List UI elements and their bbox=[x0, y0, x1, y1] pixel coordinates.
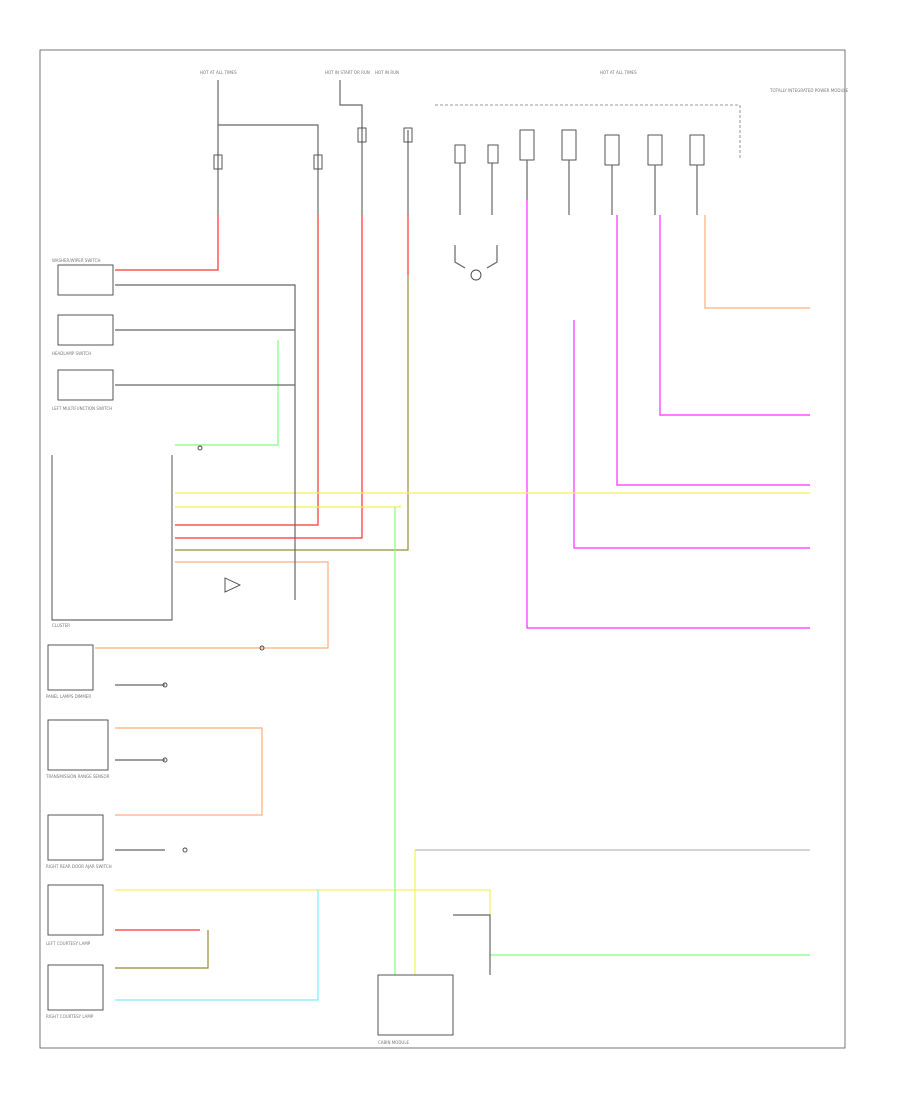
ground-icon bbox=[197, 445, 203, 451]
headlamp-switch bbox=[57, 314, 114, 346]
yellow-wire-2 bbox=[175, 505, 401, 508]
relay-2 bbox=[487, 144, 499, 164]
fuse-group bbox=[213, 127, 705, 170]
headlamp-switch-label: HEADLAMP SWITCH bbox=[52, 351, 91, 356]
panel-dimmer-box bbox=[47, 644, 94, 691]
red-wire-2 bbox=[175, 215, 319, 526]
diagram-frame bbox=[39, 49, 846, 1049]
red-wire-3 bbox=[175, 215, 363, 539]
top-label-2: HOT IN START OR RUN bbox=[325, 70, 370, 75]
fuse-1 bbox=[213, 154, 223, 170]
pink-wire-4 bbox=[659, 215, 810, 416]
orange-wire-3 bbox=[115, 727, 263, 816]
fuse-3 bbox=[357, 127, 367, 143]
orange-wire-1 bbox=[704, 215, 810, 309]
power-module-note: TOTALLY INTEGRATED POWER MODULE bbox=[769, 88, 849, 93]
cabin-module-label: CABIN MODULE bbox=[378, 1040, 410, 1045]
pink-wire-1 bbox=[526, 200, 810, 629]
driver-5 bbox=[689, 134, 705, 166]
multifunction-switch-label: LEFT MULTIFUNCTION SWITCH bbox=[52, 406, 112, 411]
orange-wire-2 bbox=[95, 561, 329, 649]
relay-1 bbox=[454, 144, 466, 164]
trs-box bbox=[47, 719, 109, 771]
trs-label: TRANSMISSION RANGE SENSOR bbox=[45, 774, 110, 779]
olive-wire bbox=[175, 275, 409, 551]
driver-1 bbox=[519, 129, 535, 161]
fuse-2 bbox=[313, 154, 323, 170]
red-wire-1 bbox=[115, 215, 219, 271]
ground-icon bbox=[470, 269, 482, 281]
module-output-stubs bbox=[459, 160, 698, 215]
pink-wire-2 bbox=[573, 320, 810, 549]
top-label-4: HOT AT ALL TIMES bbox=[600, 70, 637, 75]
top-label-3: HOT IN RUN bbox=[375, 70, 399, 75]
cluster-box bbox=[51, 455, 173, 621]
left-courtesy-label: LEFT COURTESY LAMP bbox=[46, 941, 91, 946]
driver-4 bbox=[647, 134, 663, 166]
ground-icon bbox=[182, 847, 188, 853]
ground-icon bbox=[162, 757, 168, 763]
driver-2 bbox=[561, 129, 577, 161]
olive-wire-2 bbox=[115, 930, 209, 969]
washer-wiper-switch bbox=[57, 264, 114, 296]
module-ground-wire bbox=[453, 914, 491, 975]
multifunction-switch bbox=[57, 369, 114, 401]
gate-icon bbox=[224, 577, 242, 593]
power-module-boundary bbox=[435, 104, 741, 160]
cabin-module-box bbox=[377, 974, 454, 1036]
left-courtesy-box bbox=[47, 884, 104, 936]
cyan-wire bbox=[115, 890, 319, 1001]
panel-dimmer-label: PANEL LAMPS DIMMER bbox=[46, 694, 91, 699]
ground-symbols bbox=[162, 445, 265, 853]
driver-3 bbox=[604, 134, 620, 166]
green-wire-1 bbox=[175, 340, 279, 446]
washer-wiper-label: WASHER/WIPER SWITCH bbox=[52, 258, 100, 263]
right-courtesy-label: RIGHT COURTESY LAMP bbox=[46, 1014, 94, 1019]
yellow-wire-3 bbox=[115, 889, 491, 915]
ground-icon bbox=[259, 645, 265, 651]
door-ajar-box bbox=[47, 814, 104, 861]
top-label-1: HOT AT ALL TIMES bbox=[200, 70, 237, 75]
ground-leads bbox=[454, 245, 498, 269]
feed-wires bbox=[217, 80, 409, 215]
door-ajar-label: RIGHT REAR DOOR AJAR SWITCH bbox=[46, 864, 112, 869]
fuse-4 bbox=[403, 127, 413, 143]
ground-icon bbox=[162, 682, 168, 688]
right-courtesy-box bbox=[47, 964, 104, 1011]
left-signal-wires bbox=[115, 284, 296, 851]
cluster-label: CLUSTER bbox=[52, 623, 70, 628]
pink-wire-3 bbox=[616, 215, 810, 486]
